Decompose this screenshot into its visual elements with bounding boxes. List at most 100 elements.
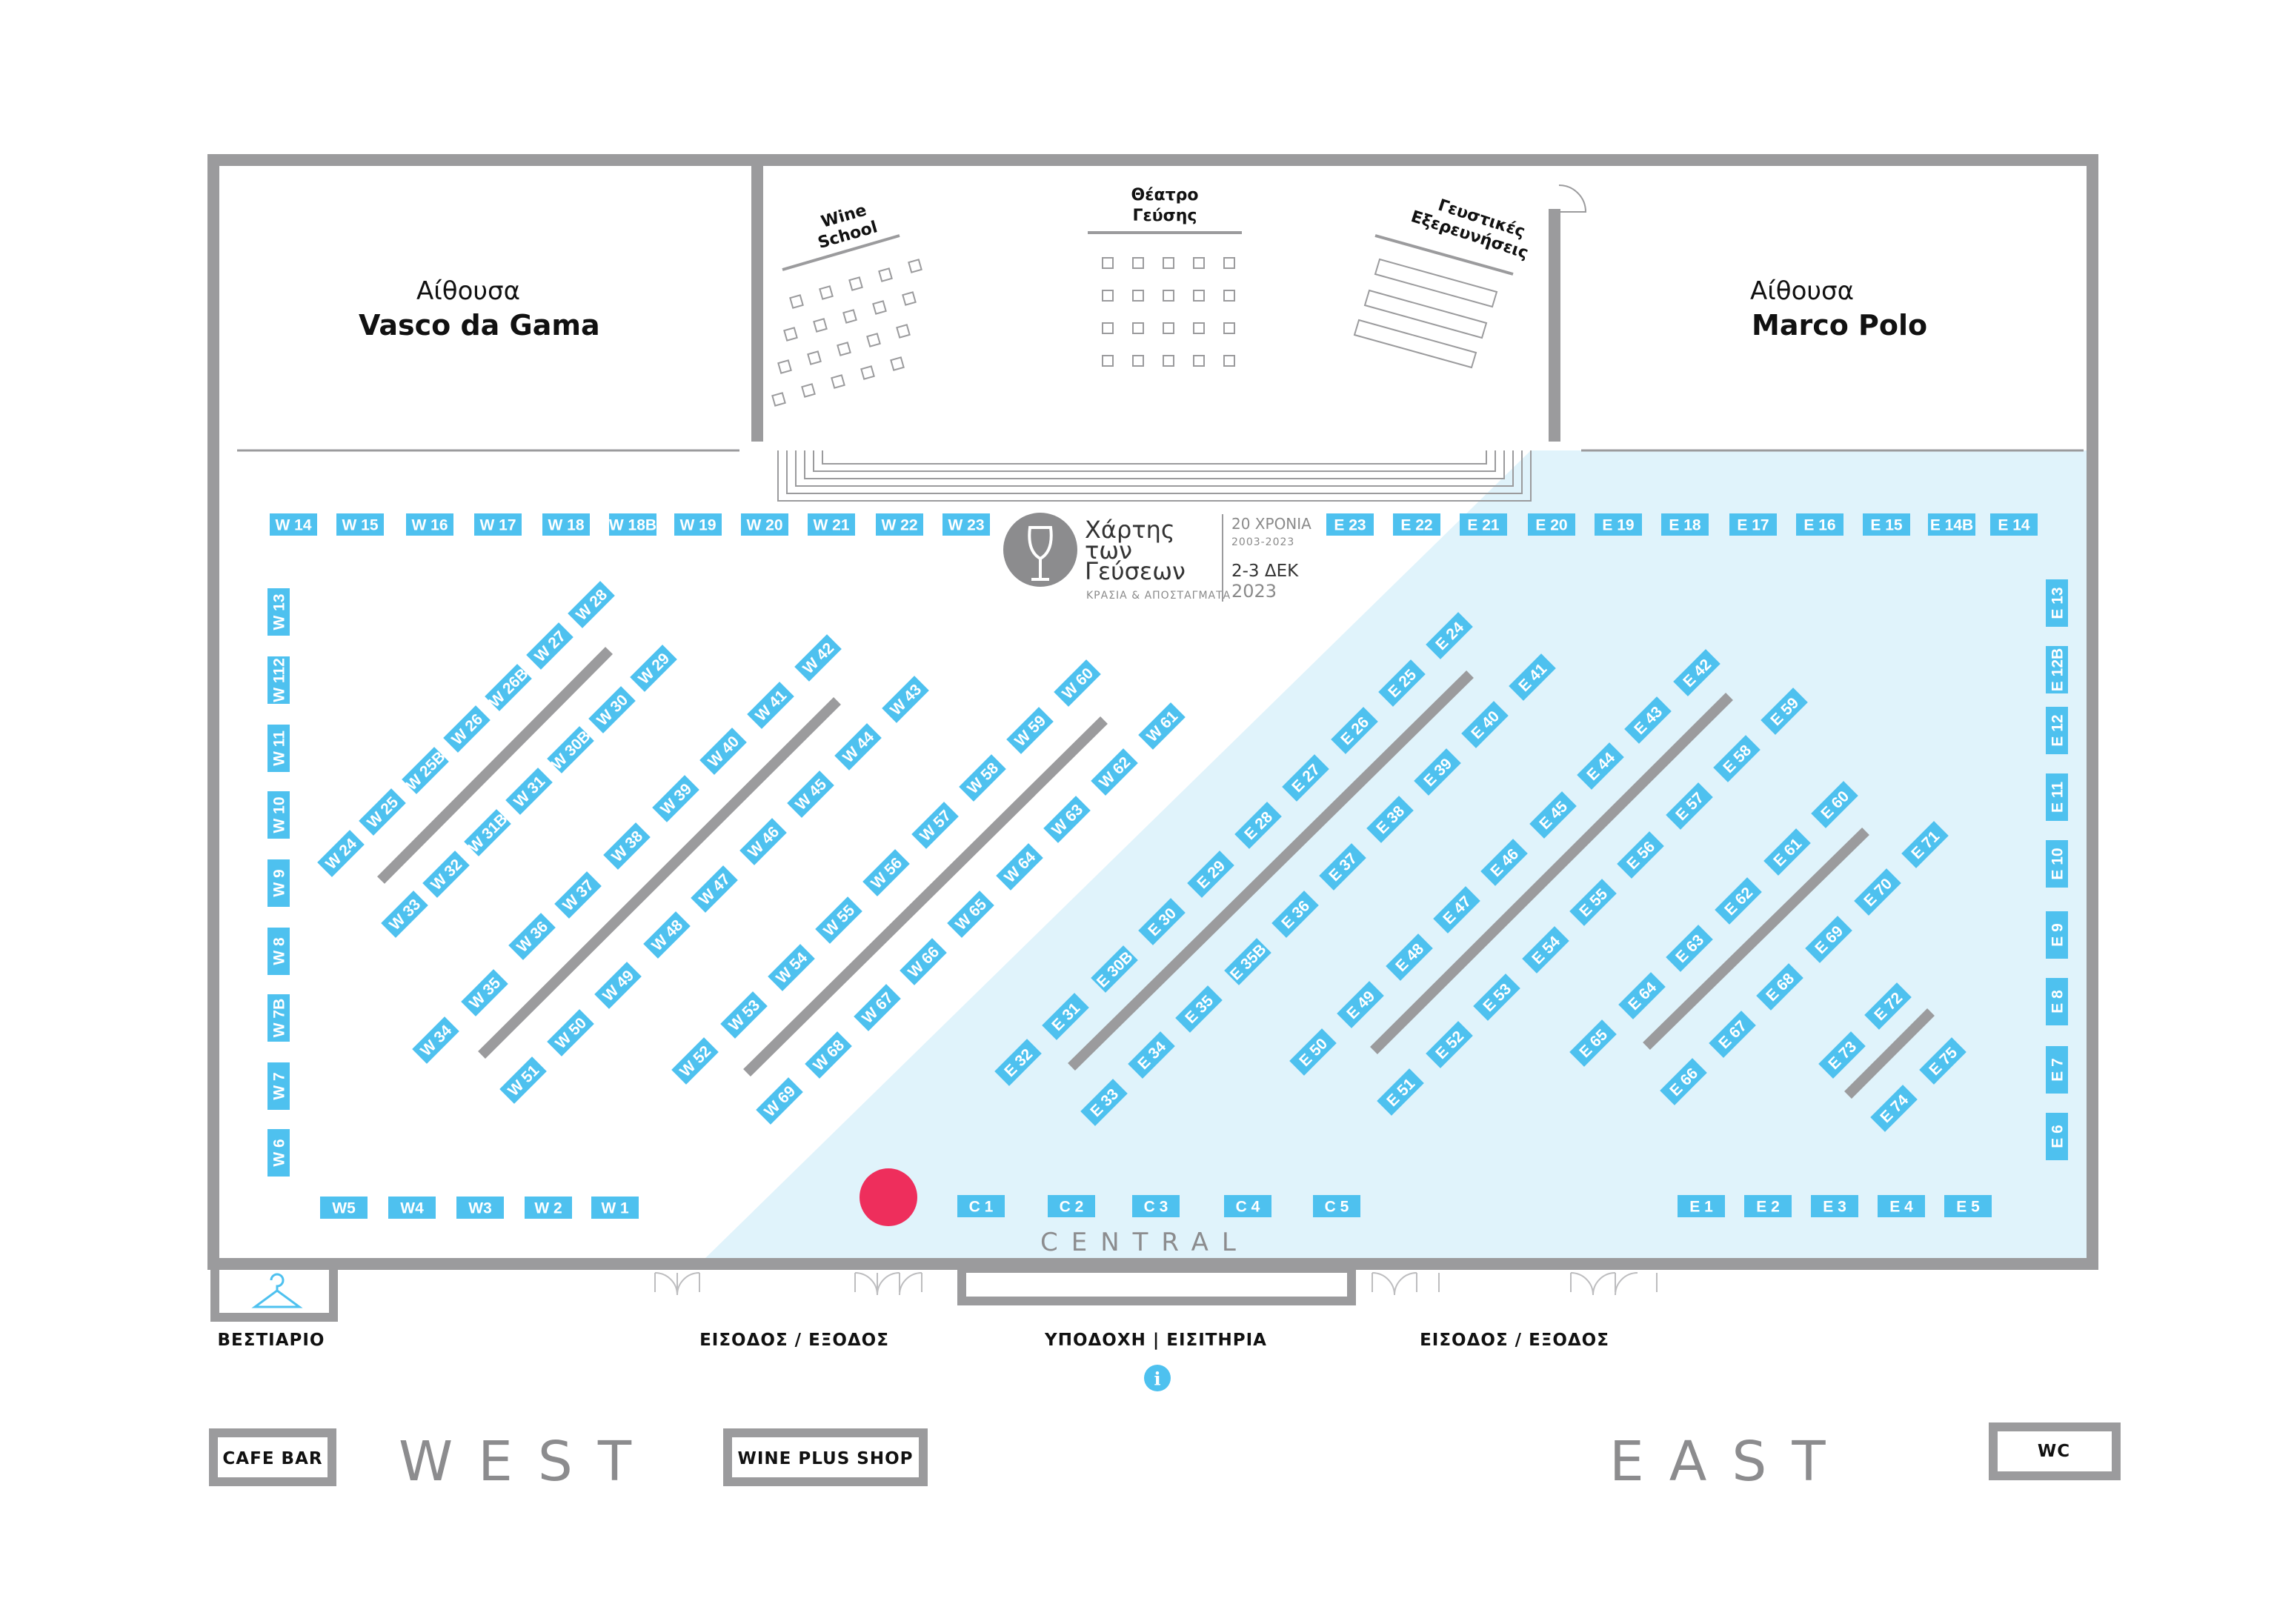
booth-w45[interactable]: W 45: [787, 771, 834, 818]
booth-w51[interactable]: W 51: [499, 1056, 547, 1104]
booth-e5[interactable]: E 5: [1944, 1195, 1992, 1217]
booth-e14[interactable]: E 14: [1990, 513, 2038, 536]
booth-w48[interactable]: W 48: [643, 911, 691, 959]
booth-e13[interactable]: E 13: [2046, 579, 2068, 627]
booth-e19[interactable]: E 19: [1595, 513, 1642, 536]
booth-e12[interactable]: E 12: [2046, 707, 2068, 754]
booth-w27[interactable]: W 27: [526, 622, 574, 670]
booth-w50[interactable]: W 50: [547, 1009, 594, 1056]
booth-w59[interactable]: W 59: [1006, 707, 1054, 754]
booth-w26b[interactable]: W 26B: [484, 663, 532, 711]
booth-e8[interactable]: E 8: [2046, 978, 2068, 1025]
booth-e4[interactable]: E 4: [1878, 1195, 1925, 1217]
booth-w55[interactable]: W 55: [815, 896, 862, 944]
booth-e6[interactable]: E 6: [2046, 1113, 2068, 1160]
booth-w23[interactable]: W 23: [942, 513, 990, 536]
booth-w30[interactable]: W 30: [588, 686, 636, 733]
booth-w33[interactable]: W 33: [381, 891, 428, 938]
booth-e3[interactable]: E 3: [1811, 1195, 1858, 1217]
booth-e12b[interactable]: E 12B: [2046, 646, 2068, 693]
booth-c5[interactable]: C 5: [1313, 1195, 1360, 1217]
booth-c2[interactable]: C 2: [1048, 1195, 1095, 1217]
booth-w20[interactable]: W 20: [741, 513, 788, 536]
booth-w24[interactable]: W 24: [317, 830, 365, 877]
booth-e57[interactable]: E 57: [1666, 782, 1713, 830]
booth-w9[interactable]: W 9: [267, 859, 290, 907]
booth-w13[interactable]: W 13: [267, 588, 290, 636]
booth-w47[interactable]: W 47: [691, 865, 738, 913]
booth-w57[interactable]: W 57: [911, 802, 959, 849]
booth-w37[interactable]: W 37: [554, 871, 602, 919]
booth-w35[interactable]: W 35: [461, 969, 508, 1016]
booth-w25[interactable]: W 25: [359, 788, 406, 836]
booth-w67[interactable]: W 67: [854, 984, 901, 1031]
booth-w38[interactable]: W 38: [603, 822, 651, 870]
booth-e20[interactable]: E 20: [1528, 513, 1575, 536]
booth-w63[interactable]: W 63: [1043, 796, 1091, 843]
booth-w17[interactable]: W 17: [474, 513, 522, 536]
booth-c3[interactable]: C 3: [1132, 1195, 1180, 1217]
booth-w19[interactable]: W 19: [674, 513, 722, 536]
booth-w66[interactable]: W 66: [900, 938, 947, 985]
booth-w21[interactable]: W 21: [808, 513, 855, 536]
booth-w15[interactable]: W 15: [336, 513, 384, 536]
booth-w7b[interactable]: W 7B: [267, 994, 290, 1042]
booth-e9[interactable]: E 9: [2046, 911, 2068, 959]
booth-w30b[interactable]: W 30B: [546, 725, 594, 773]
booth-w16[interactable]: W 16: [406, 513, 453, 536]
booth-w112[interactable]: W 112: [267, 656, 290, 704]
booth-w28[interactable]: W 28: [568, 581, 615, 628]
booth-w65[interactable]: W 65: [947, 891, 994, 938]
booth-w68[interactable]: W 68: [805, 1031, 852, 1079]
booth-w7[interactable]: W 7: [267, 1062, 290, 1110]
booth-w54[interactable]: W 54: [768, 944, 815, 991]
booth-w56[interactable]: W 56: [862, 849, 910, 896]
booth-e58[interactable]: E 58: [1713, 735, 1761, 782]
booth-w2[interactable]: W 2: [525, 1197, 572, 1219]
booth-w64[interactable]: W 64: [996, 843, 1043, 891]
booth-w6[interactable]: W 6: [267, 1129, 290, 1177]
booth-w4[interactable]: W4: [388, 1197, 436, 1219]
booth-e17[interactable]: E 17: [1729, 513, 1777, 536]
booth-e10[interactable]: E 10: [2046, 840, 2068, 888]
booth-w18b[interactable]: W 18B: [609, 513, 656, 536]
booth-w5[interactable]: W5: [320, 1197, 368, 1219]
booth-w10[interactable]: W 10: [267, 791, 290, 839]
booth-e11[interactable]: E 11: [2046, 773, 2068, 821]
booth-e14b[interactable]: E 14B: [1928, 513, 1975, 536]
booth-w60[interactable]: W 60: [1054, 659, 1101, 707]
booth-w1[interactable]: W 1: [591, 1197, 639, 1219]
booth-w40[interactable]: W 40: [699, 728, 747, 775]
booth-c1[interactable]: C 1: [957, 1195, 1005, 1217]
booth-e47[interactable]: E 47: [1433, 886, 1480, 934]
booth-e7[interactable]: E 7: [2046, 1046, 2068, 1094]
booth-w52[interactable]: W 52: [671, 1037, 719, 1085]
booth-w32[interactable]: W 32: [422, 851, 470, 898]
booth-e21[interactable]: E 21: [1460, 513, 1507, 536]
booth-w31[interactable]: W 31: [505, 768, 553, 815]
booth-e23[interactable]: E 23: [1326, 513, 1374, 536]
booth-e2[interactable]: E 2: [1744, 1195, 1792, 1217]
booth-w44[interactable]: W 44: [834, 723, 882, 771]
booth-w29[interactable]: W 29: [630, 645, 677, 692]
booth-w43[interactable]: W 43: [882, 676, 929, 723]
booth-w41[interactable]: W 41: [747, 682, 794, 729]
booth-w62[interactable]: W 62: [1091, 748, 1138, 796]
booth-w22[interactable]: W 22: [876, 513, 923, 536]
booth-w3[interactable]: W3: [456, 1197, 504, 1219]
booth-w11[interactable]: W 11: [267, 725, 290, 772]
booth-w18[interactable]: W 18: [542, 513, 590, 536]
booth-w49[interactable]: W 49: [594, 962, 642, 1009]
booth-e15[interactable]: E 15: [1863, 513, 1910, 536]
booth-e16[interactable]: E 16: [1796, 513, 1843, 536]
booth-c4[interactable]: C 4: [1224, 1195, 1271, 1217]
booth-w34[interactable]: W 34: [412, 1016, 459, 1064]
booth-w26[interactable]: W 26: [443, 705, 491, 753]
booth-w46[interactable]: W 46: [739, 818, 787, 865]
booth-w31b[interactable]: W 31B: [463, 808, 511, 856]
booth-w8[interactable]: W 8: [267, 928, 290, 975]
booth-w39[interactable]: W 39: [652, 775, 699, 822]
booth-w61[interactable]: W 61: [1138, 702, 1186, 750]
booth-w58[interactable]: W 58: [959, 754, 1006, 802]
booth-w42[interactable]: W 42: [794, 634, 842, 682]
